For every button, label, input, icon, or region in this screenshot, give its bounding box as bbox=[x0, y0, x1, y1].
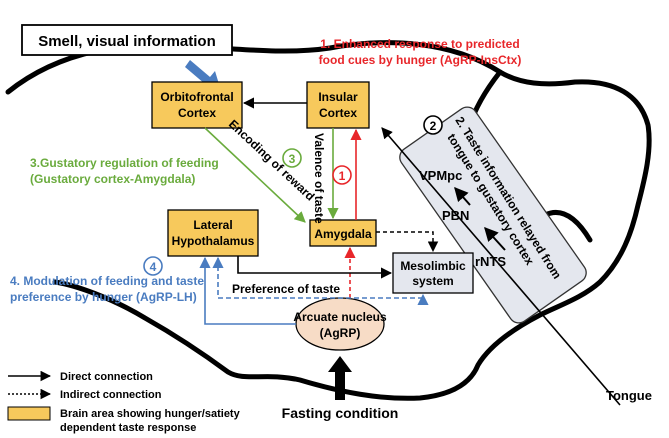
lateral-hypothalamus-box bbox=[167, 209, 259, 257]
badge-4-circle bbox=[143, 256, 163, 276]
blue-title-line-2: preference by hunger (AgRP-LH) bbox=[10, 290, 197, 304]
legend: Direct connection Indirect connection Br… bbox=[7, 370, 241, 434]
arcuate-label-2: (AgRP) bbox=[320, 326, 361, 340]
lh-label-2: Hypothalamus bbox=[172, 234, 255, 248]
arcuate-label-1: Arcuate nucleus bbox=[293, 310, 387, 324]
red-title-line-2: food cues by hunger (AgRP-InsCtx) bbox=[319, 53, 522, 67]
badge-2-text: 2 bbox=[430, 119, 437, 133]
ofc-label-1: Orbitofrontal bbox=[160, 90, 233, 104]
brain-outline bbox=[5, 40, 652, 401]
legend-area-swatch bbox=[7, 406, 51, 421]
orbitofrontal-cortex-box bbox=[151, 81, 243, 129]
badge-3-circle bbox=[282, 148, 302, 168]
ofc-label-2: Cortex bbox=[178, 106, 216, 120]
lh-label-1: Lateral bbox=[193, 218, 232, 232]
green-title-line-1: 3.Gustatory regulation of feeding bbox=[30, 156, 219, 170]
lh-to-mesolimbic-arrow bbox=[237, 256, 393, 279]
meso-label-2: system bbox=[412, 274, 453, 288]
badge-1-circle bbox=[332, 165, 352, 185]
legend-area-text-2: dependent taste response bbox=[60, 422, 196, 434]
rnts-label: rNTS bbox=[475, 254, 506, 269]
insular-label-1: Insular bbox=[318, 90, 358, 104]
legend-indirect-text: Indirect connection bbox=[60, 389, 162, 401]
pbn-label: PBN bbox=[442, 208, 469, 223]
badge-1-text: 1 bbox=[339, 169, 346, 183]
legend-direct-text: Direct connection bbox=[60, 371, 153, 383]
red-title-line-2b: (AgRP-InsCtx) bbox=[440, 53, 521, 67]
amygdala-to-mesolimbic-dashed bbox=[376, 231, 439, 253]
tongue-to-cortex-line bbox=[381, 127, 621, 406]
blue-title-line-1: 4. Modulation of feeding and taste bbox=[10, 274, 204, 288]
tongue-label: Tongue bbox=[606, 388, 652, 403]
ofc-to-amygdala-green bbox=[204, 127, 306, 223]
valence-of-taste-label: Valence of taste bbox=[312, 133, 326, 224]
amygdala-box bbox=[309, 219, 377, 247]
amygdala-label: Amygdala bbox=[314, 227, 372, 241]
badge-4-text: 4 bbox=[150, 260, 157, 274]
fasting-condition-label: Fasting condition bbox=[282, 405, 399, 421]
arcuate-nucleus-ellipse bbox=[295, 297, 385, 351]
badge-2-circle bbox=[423, 115, 443, 135]
badge-3-text: 3 bbox=[289, 152, 296, 166]
red-title-line-2a: food cues by hunger bbox=[319, 53, 437, 67]
rnts-to-pbn-arrow bbox=[484, 226, 506, 251]
smell-info-box bbox=[21, 24, 233, 56]
fasting-arrow bbox=[328, 356, 352, 400]
pbn-to-vpmpc-arrow bbox=[454, 186, 471, 206]
insular-label-2: Cortex bbox=[319, 106, 357, 120]
arcuate-to-lh-blue bbox=[199, 256, 296, 325]
lh-mesolimbic-blue-dashed bbox=[212, 256, 429, 306]
meso-label-1: Mesolimbic bbox=[400, 259, 466, 273]
smell-info-text: Smell, visual information bbox=[38, 33, 216, 50]
preference-of-taste-label: Preference of taste bbox=[232, 282, 340, 296]
legend-area-text-1: Brain area showing hunger/satiety bbox=[60, 408, 241, 420]
red-title-line-1: 1. Enhanced response to predicted bbox=[320, 37, 519, 51]
vpmpc-label: VPMpc bbox=[419, 168, 462, 183]
insular-cortex-box bbox=[306, 81, 370, 129]
green-title-line-2: (Gustatory cortex-Amygdala) bbox=[30, 172, 195, 186]
